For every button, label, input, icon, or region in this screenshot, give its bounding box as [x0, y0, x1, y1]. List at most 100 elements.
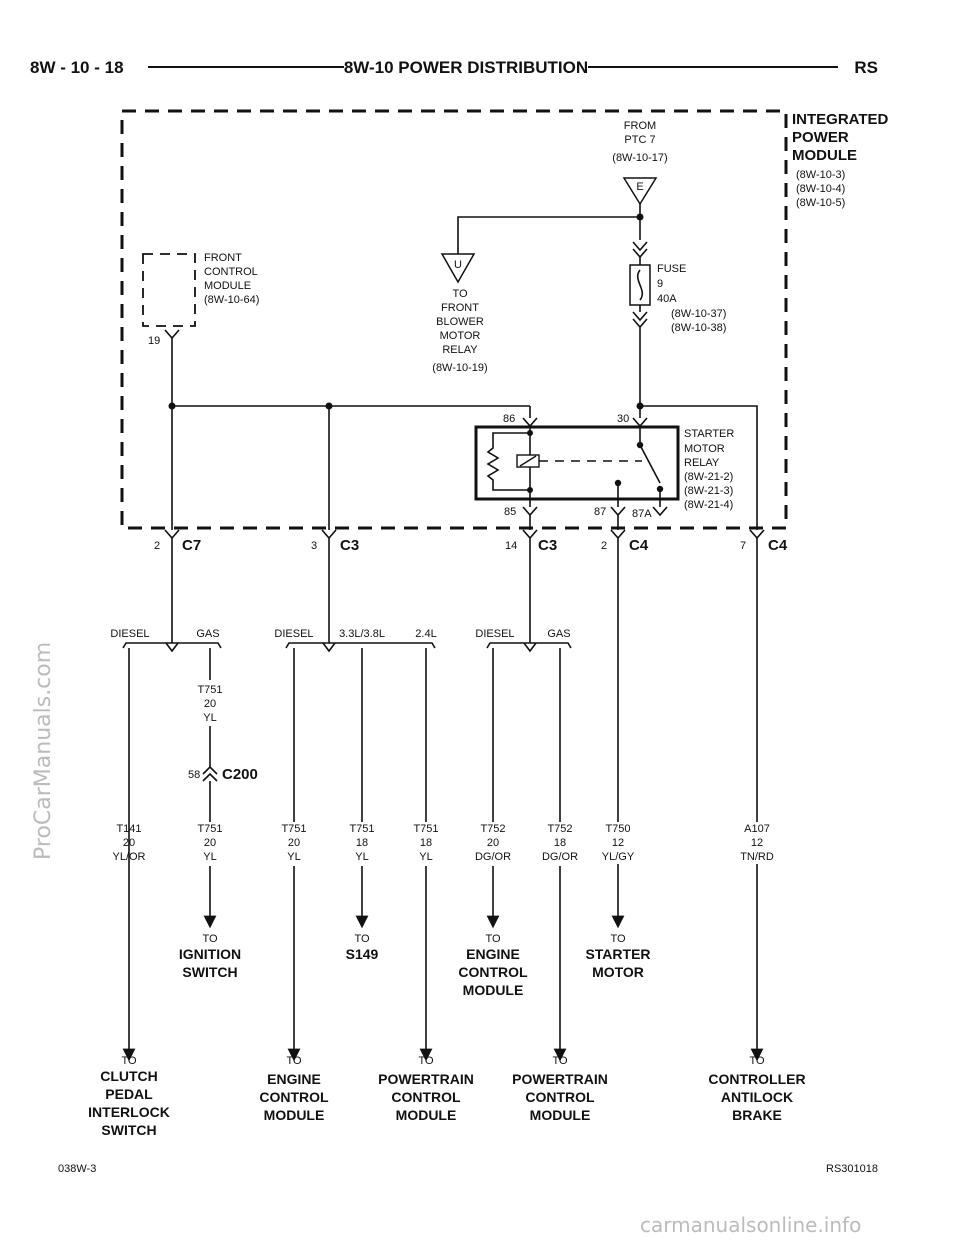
svg-text:TO: TO: [485, 933, 501, 945]
svg-text:TO: TO: [202, 933, 218, 945]
wire-label-t751-c: T751 18 YL: [349, 823, 374, 863]
svg-text:MOTOR: MOTOR: [592, 964, 644, 980]
svg-text:POWERTRAIN: POWERTRAIN: [378, 1071, 474, 1087]
t751-upper-label: T751 20 YL: [197, 684, 222, 724]
wire-label-a107: A107 12 TN/RD: [735, 822, 779, 864]
dest-clutch-pedal-interlock-switch: TO CLUTCH PEDAL INTERLOCK SWITCH: [88, 1055, 170, 1138]
dest-powertrain-control-module-1: TO POWERTRAIN CONTROL MODULE: [378, 1055, 474, 1123]
svg-text:(8W-10-19): (8W-10-19): [432, 362, 487, 374]
svg-text:7: 7: [740, 540, 746, 552]
svg-text:(8W-10-5): (8W-10-5): [796, 197, 845, 209]
svg-text:C4: C4: [629, 537, 649, 554]
svg-text:19: 19: [148, 335, 160, 347]
blower-relay-label: TO FRONT BLOWER MOTOR RELAY (8W-10-19): [432, 288, 487, 374]
ipm-boundary: [120, 109, 788, 530]
svg-text:RELAY: RELAY: [684, 457, 720, 469]
ipm-label: INTEGRATED POWER MODULE (8W-10-3) (8W-10…: [792, 111, 889, 209]
side-watermark: ProCarManuals.com: [31, 642, 56, 860]
svg-text:18: 18: [356, 837, 368, 849]
svg-text:C200: C200: [222, 766, 258, 783]
front-control-module: [142, 253, 196, 327]
connector-c4-7: 7 C4: [740, 529, 788, 554]
connector-c3-14: 14 C3: [505, 529, 557, 554]
svg-text:85: 85: [504, 506, 516, 518]
svg-text:(8W-21-4): (8W-21-4): [684, 499, 733, 511]
svg-text:(8W-10-38): (8W-10-38): [671, 322, 726, 334]
page-header: 8W - 10 - 18 8W-10 POWER DISTRIBUTION RS: [30, 58, 878, 77]
wire-label-t751-b: T751 20 YL: [281, 823, 306, 863]
connector-c3-3: 3 C3: [311, 529, 359, 554]
svg-text:(8W-10-3): (8W-10-3): [796, 169, 845, 181]
ptc-source-triangle: [622, 177, 658, 206]
svg-text:GAS: GAS: [547, 628, 570, 640]
svg-text:PTC 7: PTC 7: [624, 134, 655, 146]
svg-text:MODULE: MODULE: [530, 1107, 591, 1123]
svg-text:MODULE: MODULE: [204, 280, 251, 292]
bottom-watermark: carmanualsonline.info: [640, 1213, 861, 1237]
svg-text:T751: T751: [349, 823, 374, 835]
svg-text:MOTOR: MOTOR: [440, 330, 481, 342]
connector-c4-2: 2 C4: [601, 529, 649, 554]
wire-label-t141: T141 20 YL/OR: [112, 823, 145, 863]
svg-text:CONTROL: CONTROL: [391, 1089, 461, 1105]
svg-text:MODULE: MODULE: [396, 1107, 457, 1123]
svg-text:POWER: POWER: [792, 129, 849, 146]
blower-relay-triangle: [440, 253, 476, 284]
svg-text:FROM: FROM: [624, 120, 656, 132]
svg-text:MOTOR: MOTOR: [684, 443, 725, 455]
svg-text:T751: T751: [197, 684, 222, 696]
svg-text:DIESEL: DIESEL: [110, 628, 149, 640]
svg-text:ANTILOCK: ANTILOCK: [721, 1089, 793, 1105]
svg-text:PEDAL: PEDAL: [105, 1086, 153, 1102]
svg-text:TO: TO: [610, 933, 626, 945]
svg-text:(8W-10-17): (8W-10-17): [612, 152, 667, 164]
svg-text:DIESEL: DIESEL: [274, 628, 313, 640]
svg-text:(8W-10-37): (8W-10-37): [671, 308, 726, 320]
svg-text:GAS: GAS: [196, 628, 219, 640]
svg-text:STARTER: STARTER: [684, 428, 734, 440]
svg-text:INTERLOCK: INTERLOCK: [88, 1104, 170, 1120]
svg-text:T141: T141: [116, 823, 141, 835]
svg-text:TO: TO: [552, 1055, 568, 1067]
svg-text:T751: T751: [413, 823, 438, 835]
svg-text:YL: YL: [203, 712, 216, 724]
svg-text:RELAY: RELAY: [442, 344, 478, 356]
svg-text:T752: T752: [547, 823, 572, 835]
svg-text:TO: TO: [452, 288, 468, 300]
svg-text:40A: 40A: [657, 293, 677, 305]
svg-text:YL: YL: [287, 851, 300, 863]
svg-text:FRONT: FRONT: [204, 252, 242, 264]
svg-text:2.4L: 2.4L: [415, 628, 436, 640]
svg-text:12: 12: [751, 837, 763, 849]
ptc-letter: E: [636, 181, 643, 193]
svg-text:86: 86: [503, 413, 515, 425]
wire-label-t752-a: T752 20 DG/OR: [475, 823, 511, 863]
svg-text:C7: C7: [182, 537, 201, 554]
starter-motor-relay: [474, 425, 680, 501]
dest-engine-control-module: TO ENGINE CONTROL MODULE: [259, 1055, 329, 1123]
svg-text:TN/RD: TN/RD: [740, 851, 774, 863]
svg-text:CONTROL: CONTROL: [204, 266, 258, 278]
svg-text:FUSE: FUSE: [657, 263, 686, 275]
svg-text:YL: YL: [203, 851, 216, 863]
svg-text:CONTROL: CONTROL: [525, 1089, 595, 1105]
svg-text:12: 12: [612, 837, 624, 849]
option-split-1: DIESEL GAS: [110, 628, 222, 653]
svg-text:POWERTRAIN: POWERTRAIN: [512, 1071, 608, 1087]
svg-text:30: 30: [617, 413, 629, 425]
svg-text:YL: YL: [419, 851, 432, 863]
svg-text:DIESEL: DIESEL: [475, 628, 514, 640]
svg-text:ENGINE: ENGINE: [267, 1071, 321, 1087]
svg-text:18: 18: [554, 837, 566, 849]
svg-text:T750: T750: [605, 823, 630, 835]
fuse-label: FUSE 9 40A (8W-10-37) (8W-10-38): [657, 263, 726, 334]
svg-text:MODULE: MODULE: [463, 982, 524, 998]
svg-text:TO: TO: [354, 933, 370, 945]
svg-text:CONTROLLER: CONTROLLER: [708, 1071, 805, 1087]
svg-text:87: 87: [594, 506, 606, 518]
header-title: 8W-10 POWER DISTRIBUTION: [344, 58, 588, 77]
svg-text:BLOWER: BLOWER: [436, 316, 484, 328]
svg-text:T751: T751: [281, 823, 306, 835]
svg-text:3: 3: [311, 540, 317, 552]
